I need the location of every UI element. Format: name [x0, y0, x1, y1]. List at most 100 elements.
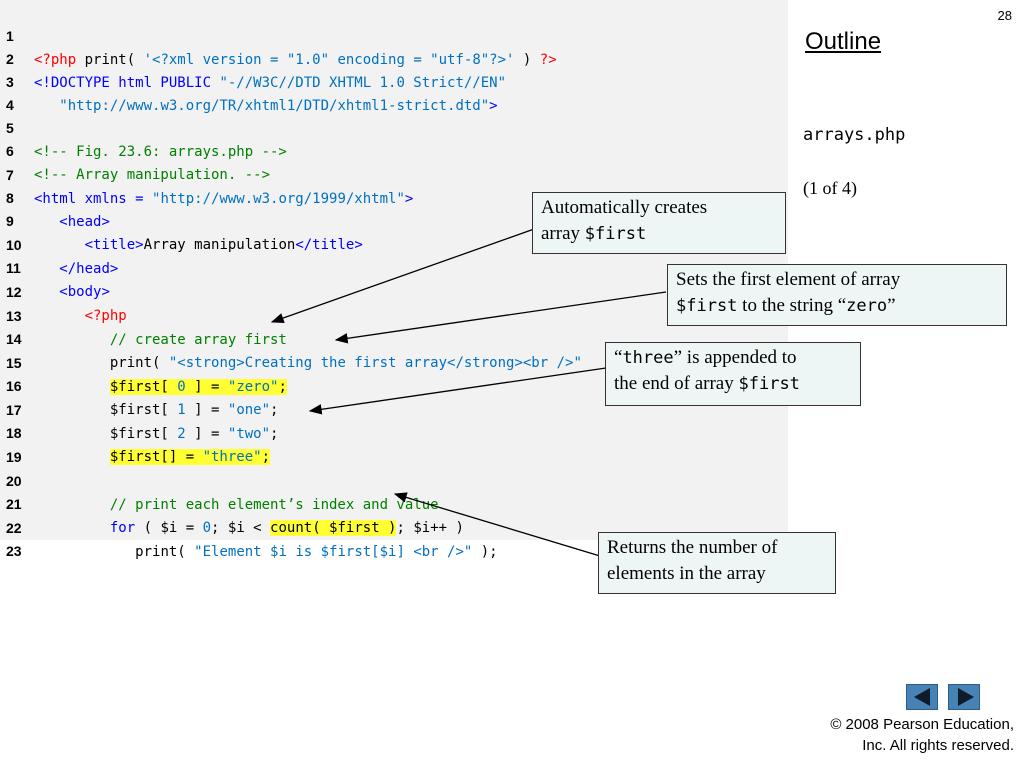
code-line-19: 19: [0, 421, 34, 465]
code-token: );: [472, 544, 498, 560]
callout-text: Returns the number of: [607, 537, 778, 558]
line-number: 3: [6, 74, 14, 90]
code-line-4: 4: [0, 69, 34, 113]
code-token: ] =: [185, 379, 228, 395]
callout-code: $first: [584, 224, 647, 244]
line-number: 11: [6, 260, 21, 276]
code-line-7: 7 <html xmlns = "http://www.w3.org/1999/…: [0, 139, 413, 207]
code-token: ; $i <: [211, 520, 271, 536]
line-number: 13: [6, 308, 22, 324]
code-token: ] =: [185, 426, 228, 442]
callout-text: the end of array: [614, 373, 739, 394]
callout-append: “three” is appended to the end of array …: [605, 342, 861, 406]
line-number: 21: [6, 496, 22, 512]
file-name: arrays.php: [803, 125, 906, 145]
code-token: ;: [278, 379, 287, 395]
callout-count: Returns the number of elements in the ar…: [598, 532, 836, 594]
code-token: 0: [177, 379, 186, 395]
code-line-16: 16 $first[ 1 ] = "one";: [0, 350, 278, 418]
line-number: 18: [6, 425, 22, 441]
code-token: <body>: [59, 284, 110, 300]
callout-text: “: [614, 347, 623, 368]
code-line-6: 6 <!-- Array manipulation. -->: [0, 115, 270, 183]
callout-text: array: [541, 223, 585, 244]
callout-auto-create: Automatically creates array $first: [532, 192, 786, 254]
copyright: © 2008 Pearson Education, Inc. All right…: [830, 714, 1014, 756]
callout-text: ” is appended to: [673, 347, 797, 368]
line-number: 16: [6, 378, 22, 394]
code-token: $first[: [109, 402, 178, 418]
code-line-20: 20 // print each element’s index and val…: [0, 445, 439, 513]
callout-text: Sets the first element of array: [676, 269, 901, 290]
code-token: ; $i++ ): [396, 520, 464, 536]
line-number: 2: [6, 51, 14, 67]
code-line-14: 14 print( "<strong>Creating the first ar…: [0, 303, 582, 371]
line-number: 9: [6, 213, 14, 229]
code-line-17: 17 $first[ 2 ] = "two";: [0, 374, 278, 442]
arrow-left-icon: [914, 688, 930, 706]
code-token: ;: [270, 426, 279, 442]
outline-link[interactable]: Outline: [805, 28, 882, 55]
code-line-2: 2 <!DOCTYPE html PUBLIC "-//W3C//DTD XHT…: [0, 23, 506, 91]
line-number: 8: [6, 190, 14, 206]
previous-slide-button[interactable]: [906, 684, 938, 710]
code-comment: // print each element’s index and value: [109, 497, 439, 513]
callout-text: Automatically creates: [541, 197, 708, 218]
code-token: "zero": [227, 379, 279, 395]
line-number: 22: [6, 520, 22, 536]
code-token: 2: [177, 426, 186, 442]
page-indicator: (1 of 4): [803, 178, 857, 198]
callout-code: three: [622, 348, 674, 368]
code-token: print(: [76, 52, 144, 68]
line-number: 4: [6, 97, 14, 113]
code-token: 0: [202, 520, 212, 536]
code-comment: <!-- Fig. 23.6: arrays.php -->: [34, 144, 287, 160]
line-number: 5: [6, 120, 14, 136]
code-token: ] =: [185, 402, 228, 418]
code-token: ;: [270, 402, 279, 418]
code-token: "-//W3C//DTD XHTML 1.0 Strict//EN": [219, 75, 507, 91]
code-token: "http://www.w3.org/TR/xhtml1/DTD/xhtml1-…: [59, 98, 490, 114]
code-line-9: 9 <title>Array manipulation</title>: [0, 185, 363, 253]
code-token: print(: [135, 544, 195, 560]
code-token: $first[: [109, 426, 178, 442]
code-panel: 1 <?php print( '<?xml version = "1.0" en…: [0, 0, 788, 560]
next-slide-button[interactable]: [948, 684, 980, 710]
code-comment: <!-- Array manipulation. -->: [34, 167, 271, 183]
code-token: "one": [227, 402, 271, 418]
code-token: </head>: [59, 261, 119, 277]
code-line-12: 12 <?php: [0, 256, 127, 324]
arrow-2: [334, 291, 667, 344]
callout-first-element: Sets the first element of array $first t…: [667, 264, 1007, 326]
line-number: 14: [6, 331, 22, 347]
code-token: $first[] =: [109, 449, 203, 465]
highlighted-code: $first[] = "three";: [109, 449, 271, 465]
arrow-4: [393, 492, 601, 557]
code-line-21: 21 for ( $i = 0; $i < count( $first ); $…: [0, 468, 464, 536]
callout-code: $first: [738, 374, 800, 394]
code-token: >: [404, 191, 414, 207]
line-number: 20: [6, 473, 22, 489]
callout-text: elements in the array: [607, 563, 766, 584]
code-token: "two": [227, 426, 271, 442]
code-token: for: [109, 520, 136, 536]
code-token: </title>: [295, 237, 363, 253]
code-line-13: 13 // create array first: [0, 280, 287, 348]
code-token: <title>: [84, 237, 144, 253]
callout-code: zero: [846, 296, 888, 316]
line-number: 10: [6, 237, 22, 253]
code-token: 1: [177, 402, 186, 418]
code-token: ?>: [539, 52, 557, 68]
code-token: "three": [202, 449, 262, 465]
code-token: "Element $i is $first[$i] <br />": [194, 544, 473, 560]
code-line-23: 23: [0, 515, 34, 559]
code-token: "http://www.w3.org/1999/xhtml": [152, 191, 405, 207]
code-token: '<?xml version = "1.0" encoding = "utf-8…: [143, 52, 515, 68]
code-line-10: 10 </head>: [0, 209, 118, 277]
callout-code: $first: [676, 296, 738, 316]
code-line-8: 8 <head>: [0, 162, 110, 230]
line-number: 19: [6, 449, 22, 465]
line-number: 7: [6, 167, 14, 183]
code-line-18: 18 $first[] = "three";: [0, 397, 271, 465]
